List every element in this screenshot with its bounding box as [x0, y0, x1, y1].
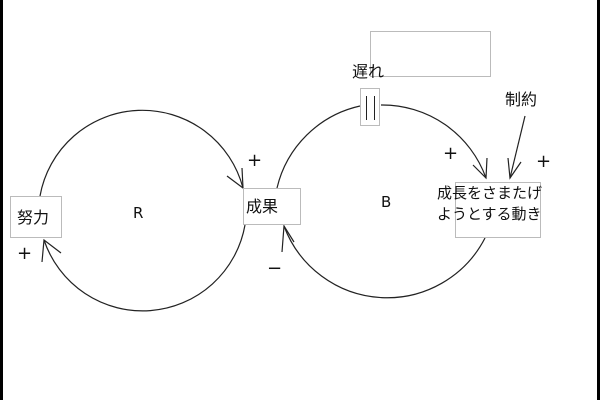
arrowhead-result-b — [281, 224, 295, 253]
arrowhead-constraint — [507, 157, 522, 180]
link-opposing-to-result — [283, 225, 486, 299]
polarity-effort-to-result: + — [247, 150, 263, 171]
variable-opposing-line1: 成長をさまたげ — [437, 184, 543, 202]
variable-opposing-line2: ようとする動き — [437, 205, 542, 223]
link-result-to-opposing — [276, 105, 361, 189]
diagram-links — [39, 104, 526, 312]
loop-balancing-label: B — [381, 193, 392, 211]
arrowhead-opposing — [472, 157, 488, 180]
arrowhead-effort — [41, 238, 62, 263]
delay-label: 遅れ — [352, 62, 385, 81]
link-effort-to-result — [39, 109, 244, 197]
link-result-to-effort — [43, 224, 246, 312]
polarity-opposing-to-result: − — [267, 258, 283, 279]
link-delay-to-opposing — [380, 104, 487, 179]
delay-icon — [366, 96, 375, 120]
causal-loop-diagram: 遅れ 努力 成果 成長をさまたげ ようとする動き 制約 R B + + + + … — [3, 0, 597, 400]
variable-result-label: 成果 — [246, 197, 279, 216]
link-constraint-to-opposing — [509, 115, 526, 179]
variable-constraint-label: 制約 — [505, 90, 538, 109]
polarity-result-to-effort: + — [17, 243, 33, 264]
polarity-result-to-opposing: + — [443, 143, 459, 164]
variable-result-box[interactable]: 成果 — [243, 188, 301, 225]
loop-reinforcing-label: R — [133, 204, 144, 222]
delay-marker — [360, 88, 380, 126]
variable-effort-label: 努力 — [17, 208, 50, 227]
variable-effort-box[interactable]: 努力 — [10, 196, 62, 238]
empty-text-box — [370, 31, 491, 77]
polarity-constraint-to-opposing: + — [536, 151, 552, 172]
variable-opposing-box[interactable] — [455, 182, 541, 238]
arrowhead-result — [226, 167, 244, 190]
